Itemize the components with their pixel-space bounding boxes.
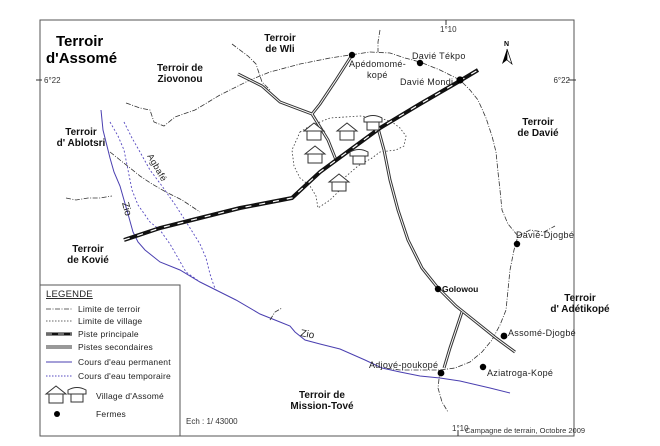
farm-dot-aziatroga <box>479 363 487 371</box>
terroir-wli-1: Terroir <box>264 33 296 44</box>
legend-item-village: Village d'Assomé <box>45 385 164 404</box>
legend-item-cours-permanent: Cours d'eau permanent <box>46 357 171 367</box>
farm-dot-adjove <box>437 369 445 377</box>
label-davie-mondi: Davié Mondi <box>400 77 453 87</box>
farm-dot-davie-djogbe <box>513 240 521 248</box>
label-apedomome-2: kopé <box>367 70 388 80</box>
village-boundary <box>291 115 407 209</box>
label-aziatroga-kope: Aziatroga-Kopé <box>487 368 553 378</box>
label-adjove-poukope: Adjové-poukopé <box>369 360 438 370</box>
terroir-wli-2: de Wli <box>265 44 295 55</box>
label-zio-lower: Zio <box>299 328 315 341</box>
farm-dot-davie-tekpo <box>416 59 424 67</box>
secondary-tracks <box>237 54 516 369</box>
terroir-ablotsri-1: Terroir <box>65 127 97 138</box>
terroir-ablotsri-2: d' Ablotsri <box>57 138 106 149</box>
terroir-davie-1: Terroir <box>522 117 554 128</box>
terroir-labels: Terroir de Ziovonou Terroir de Wli Terro… <box>57 33 610 412</box>
terroir-adetikope-2: d' Adétikopé <box>550 304 610 315</box>
legend-label: Cours d'eau temporaire <box>78 371 171 381</box>
dot-icon <box>54 411 60 417</box>
house-icon <box>363 115 383 131</box>
legend-item-cours-temporaire: Cours d'eau temporaire <box>46 371 171 381</box>
farm-dot-assome-djogbe <box>500 332 508 340</box>
village-labels: Apédomomé- kopé Davié Tékpo Davié Mondi … <box>349 51 576 378</box>
lon-label-bottom: 1°10 <box>452 424 469 433</box>
house-icon <box>67 387 87 403</box>
permanent-rivers <box>100 109 511 394</box>
legend-box <box>39 284 181 437</box>
source-label: Campagne de terrain, Octobre 2009 <box>465 426 585 435</box>
farm-dot-davie-mondi <box>456 76 464 84</box>
terroir-davie-2: de Davié <box>517 128 559 139</box>
legend-label: Pistes secondaires <box>78 342 153 352</box>
legend: LEGENDE Limite de terroir Limite de vill… <box>39 284 181 437</box>
legend-item-limite-terroir: Limite de terroir <box>46 304 140 314</box>
label-assome-djogbe: Assomé-Djogbé <box>508 328 576 338</box>
terroir-ziovonou-1: Terroir de <box>157 63 203 74</box>
label-apedomome-1: Apédomomé- <box>349 59 406 69</box>
terroir-mission-tove-2: Mission-Tové <box>290 401 354 412</box>
main-track <box>123 68 480 242</box>
legend-item-limite-village: Limite de village <box>46 316 142 326</box>
temporary-rivers <box>109 121 217 291</box>
label-zio-upper: Zio <box>119 201 133 218</box>
lon-label-top: 1°10 <box>440 25 457 34</box>
legend-label: Cours d'eau permanent <box>78 357 171 367</box>
farms <box>348 51 521 377</box>
legend-item-piste-principale: Piste principale <box>46 329 139 339</box>
legend-title: LEGENDE <box>46 289 93 300</box>
farm-dot-golowou <box>434 285 442 293</box>
legend-label: Limite de village <box>78 316 142 326</box>
legend-label: Piste principale <box>78 329 139 339</box>
terroir-kovie-2: de Kovié <box>67 255 109 266</box>
farm-dot-apedomome <box>348 51 356 59</box>
legend-item-fermes: Fermes <box>54 409 126 419</box>
terroir-boundaries <box>65 29 556 413</box>
north-label: N <box>504 41 509 48</box>
label-davie-tekpo: Davié Tékpo <box>412 51 466 61</box>
label-davie-djogbe: Davié-Djogbé <box>516 230 574 240</box>
map-title-line2: d'Assomé <box>46 50 117 67</box>
legend-item-pistes-secondaires: Pistes secondaires <box>46 342 153 352</box>
lat-label-left: 6°22 <box>44 76 61 85</box>
legend-label: Fermes <box>96 409 126 419</box>
legend-label: Village d'Assomé <box>96 391 164 401</box>
north-arrow-icon: N <box>502 41 513 66</box>
lat-label-right: 6°22 <box>553 76 570 85</box>
house-icon <box>349 149 369 165</box>
legend-label: Limite de terroir <box>78 304 140 314</box>
label-golowou: Golowou <box>442 284 478 294</box>
terroir-adetikope-1: Terroir <box>564 293 596 304</box>
map-title-line1: Terroir <box>56 33 103 50</box>
terroir-ziovonou-2: Ziovonou <box>158 74 203 85</box>
terroir-mission-tove-1: Terroir de <box>299 390 345 401</box>
scale-label: Ech : 1/ 43000 <box>186 417 238 426</box>
terroir-kovie-1: Terroir <box>72 244 104 255</box>
